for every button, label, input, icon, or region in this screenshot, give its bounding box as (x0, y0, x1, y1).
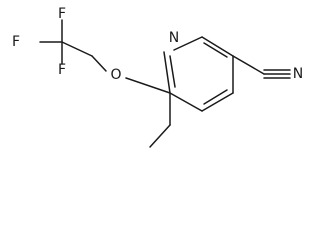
atom-label-f-top: F (58, 6, 66, 22)
bond-c2-c3-inner (203, 42, 228, 58)
atom-label-f-bottom: F (58, 62, 66, 78)
bond-c6-n1-inner (169, 55, 176, 88)
bond-c2-c3 (201, 36, 234, 57)
bond-o-ch2 (91, 55, 107, 72)
bond-c6-n1 (163, 51, 171, 94)
bond-c4-c5 (201, 92, 234, 112)
bond-c6-o (125, 77, 171, 94)
molecule-structure: F F F O N N (12, 6, 303, 148)
bond-c4-c5-inner (203, 89, 228, 105)
atom-label-ring-nitrogen: N (169, 30, 179, 46)
bond-c3-cn (232, 55, 265, 75)
atom-label-nitrile-nitrogen: N (293, 66, 303, 82)
bond-n1-c2 (173, 36, 203, 51)
bond-c5-c6 (169, 92, 203, 112)
bond-methyl (149, 124, 171, 148)
atom-label-f-left: F (12, 34, 20, 50)
atom-label-ether-oxygen: O (110, 67, 121, 83)
structure-canvas: F F F O N N (12, 6, 303, 148)
bond-ch2-cf3 (61, 41, 93, 57)
